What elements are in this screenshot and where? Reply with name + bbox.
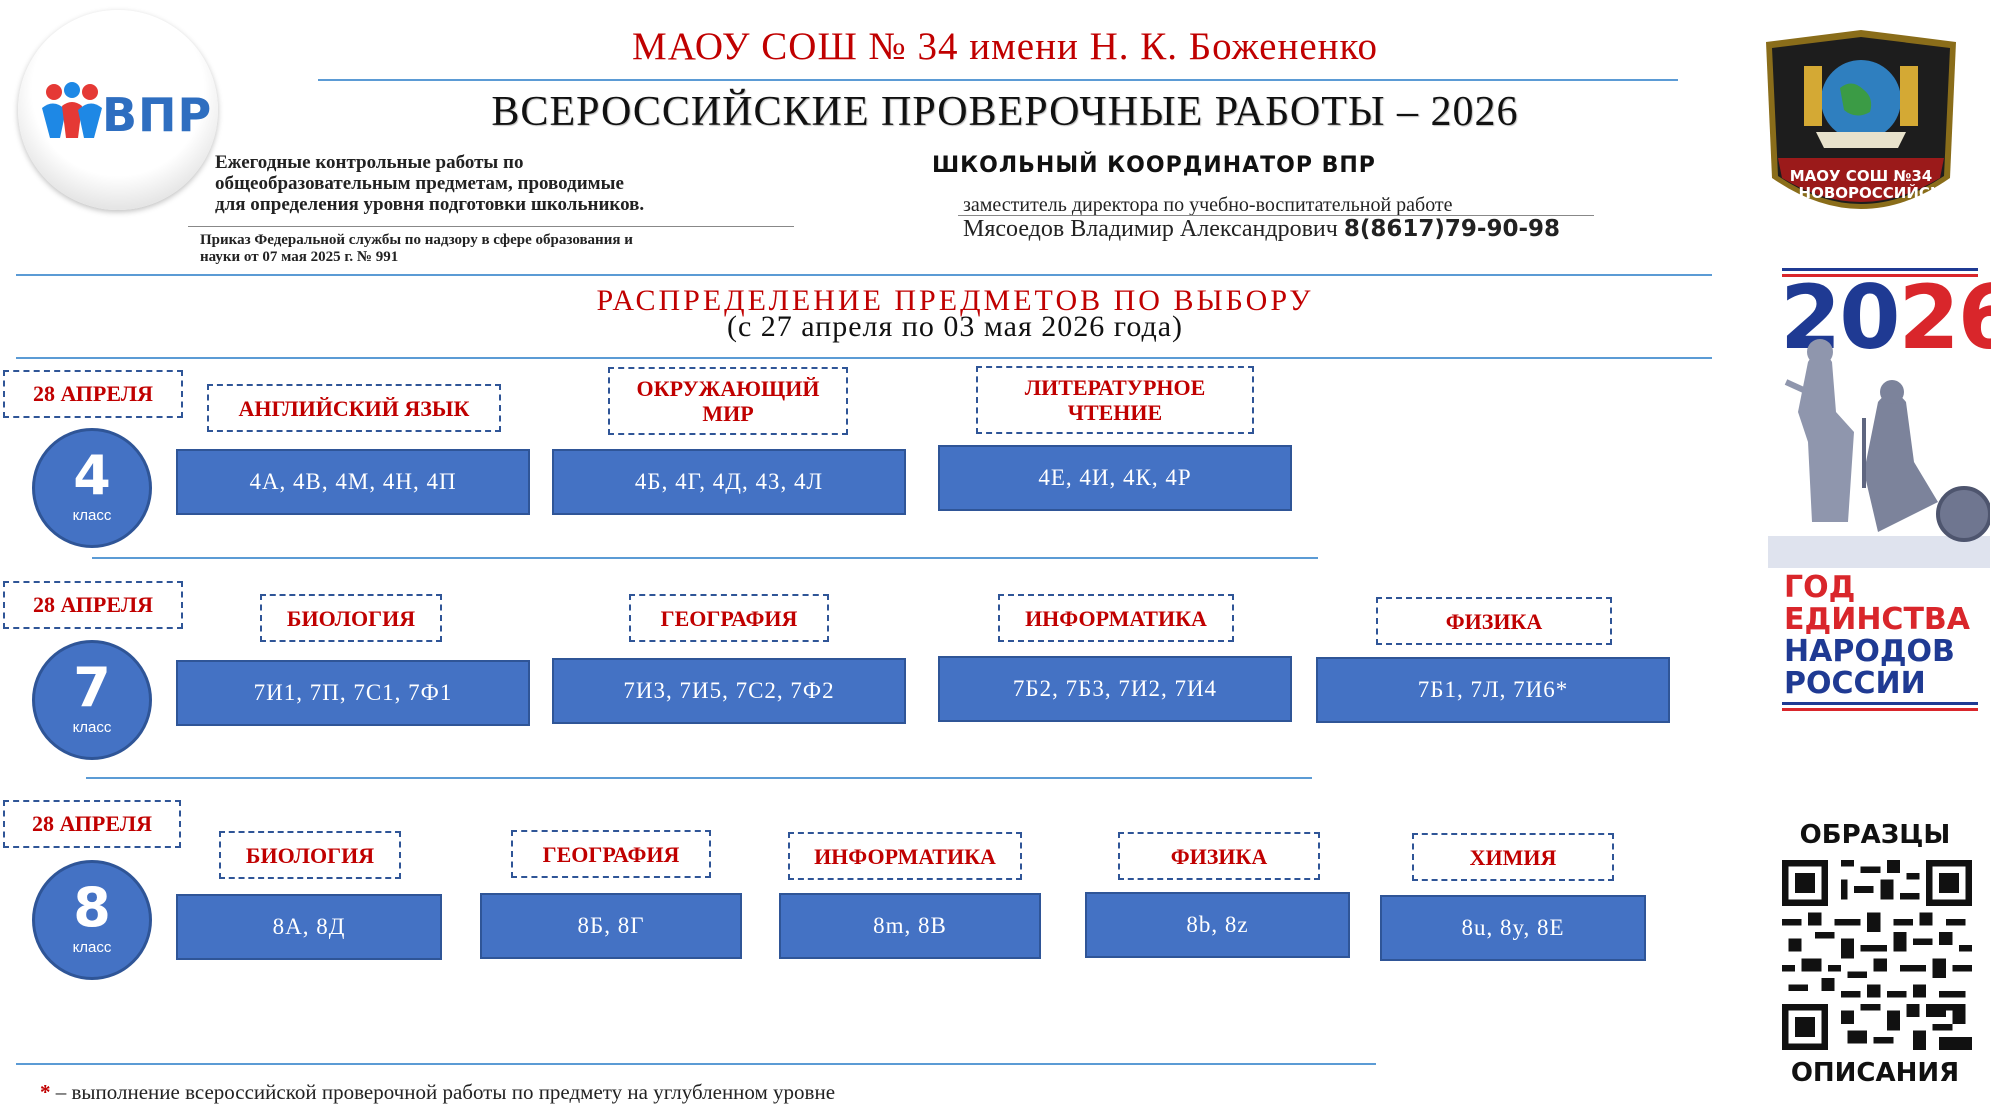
section-divider: [16, 357, 1712, 359]
class-list: 7И1, 7П, 7С1, 7Ф1: [176, 660, 530, 726]
year-2026: 2026: [1780, 270, 1991, 366]
distribution-period: (с 27 апреля по 03 мая 2026 года): [726, 310, 1184, 343]
footnote: * – выполнение всероссийской проверочной…: [40, 1080, 1240, 1105]
coordinator-phone: 8(8617)79-90-98: [1343, 216, 1561, 242]
emblem-caption: МАОУ СОШ №34 г. НОВОРОССИЙСК: [1752, 168, 1970, 202]
vpr-logo-text: ВПР: [102, 88, 213, 142]
flag-stripes-icon: [1782, 268, 1978, 277]
year-part: 26: [1898, 266, 1991, 369]
unity-line: ГОД: [1784, 570, 1856, 605]
grade-label: класс: [72, 719, 112, 736]
desc-line: для определения уровня подготовки школьн…: [215, 194, 645, 215]
grade-label: класс: [72, 939, 112, 956]
subject-label: ГЕОГРАФИЯ: [629, 594, 829, 642]
coordinator-role: заместитель директора по учебно-воспитат…: [963, 194, 1453, 216]
qr-code-icon[interactable]: [1782, 858, 1972, 1052]
class-list: 7Б1, 7Л, 7И6*: [1316, 657, 1670, 723]
desc-divider: [188, 226, 794, 227]
class-list: 8b, 8z: [1085, 892, 1350, 958]
grade-circle: 7 класс: [32, 640, 152, 760]
subject-label: ЛИТЕРАТУРНОЕ ЧТЕНИЕ: [976, 366, 1254, 434]
unity-line: НАРОДОВ: [1784, 634, 1955, 669]
class-list: 4Е, 4И, 4К, 4Р: [938, 445, 1292, 511]
unity-line: РОССИИ: [1784, 666, 1926, 701]
desc-line: общеобразовательным предметам, проводимы…: [215, 173, 624, 194]
grade-date: 28 АПРЕЛЯ: [3, 370, 183, 418]
class-list: 8m, 8В: [779, 893, 1041, 959]
grade-circle: 8 класс: [32, 860, 152, 980]
grade-number: 8: [73, 876, 111, 939]
coordinator-contact: Мясоедов Владимир Александрович 8(8617)7…: [963, 216, 1723, 243]
footnote-divider: [16, 1063, 1376, 1065]
grade-number: 4: [73, 444, 111, 507]
class-list: 4Б, 4Г, 4Д, 4З, 4Л: [552, 449, 906, 515]
flag-stripes-icon: [1782, 702, 1978, 711]
class-list: 7И3, 7И5, 7С2, 7Ф2: [552, 658, 906, 724]
school-name: МАОУ СОШ № 34 имени Н. К. Божененко: [632, 25, 1378, 68]
emblem-line: г. НОВОРОССИЙСК: [1779, 184, 1943, 202]
class-list: 7Б2, 7Б3, 7И2, 7И4: [938, 656, 1292, 722]
header-divider: [318, 79, 1678, 81]
vpr-figures-icon: [42, 82, 102, 138]
year-part: 20: [1780, 266, 1900, 369]
grade-divider: [86, 777, 1312, 779]
grade-circle: 4 класс: [32, 428, 152, 548]
class-list: 8Б, 8Г: [480, 893, 742, 959]
distribution-title: РАСПРЕДЕЛЕНИЕ ПРЕДМЕТОВ ПО ВЫБОРУ: [596, 284, 1314, 317]
coordinator-title: ШКОЛЬНЫЙ КООРДИНАТОР ВПР: [932, 153, 1376, 178]
subject-label: ГЕОГРАФИЯ: [511, 830, 711, 878]
minin-pozharsky-monument-icon: [1768, 339, 1990, 568]
coordinator-divider: [958, 215, 1594, 216]
subject-label: БИОЛОГИЯ: [219, 831, 401, 879]
subject-label: ФИЗИКА: [1376, 597, 1612, 645]
subject-label: ИНФОРМАТИКА: [788, 832, 1022, 880]
subject-label: АНГЛИЙСКИЙ ЯЗЫК: [207, 384, 501, 432]
order-reference: Приказ Федеральной службы по надзору в с…: [200, 232, 800, 266]
emblem-line: МАОУ СОШ №34: [1789, 167, 1933, 185]
page-title: ВСЕРОССИЙСКИЕ ПРОВЕРОЧНЫЕ РАБОТЫ – 2026: [491, 89, 1519, 135]
coordinator-name: Мясоедов Владимир Александрович: [963, 216, 1338, 242]
subject-label: ОКРУЖАЮЩИЙ МИР: [608, 367, 848, 435]
vpr-description: Ежегодные контрольные работы по общеобра…: [215, 152, 815, 215]
qr-label-samples: ОБРАЗЦЫ: [1799, 820, 1951, 850]
grade-date: 28 АПРЕЛЯ: [3, 581, 183, 629]
class-list: 4А, 4В, 4М, 4Н, 4П: [176, 449, 530, 515]
grade-date: 28 АПРЕЛЯ: [3, 800, 181, 848]
class-list: 8А, 8Д: [176, 894, 442, 960]
grade-label: класс: [72, 507, 112, 524]
subject-label: ФИЗИКА: [1118, 832, 1320, 880]
order-line: Приказ Федеральной службы по надзору в с…: [200, 232, 633, 248]
school-emblem-icon: [1766, 30, 1956, 209]
footnote-star: *: [40, 1080, 51, 1104]
grade-number: 7: [73, 656, 111, 719]
order-line: науки от 07 мая 2025 г. № 991: [200, 249, 399, 265]
subject-label: ХИМИЯ: [1412, 833, 1614, 881]
desc-line: Ежегодные контрольные работы по: [215, 152, 524, 173]
footnote-text: – выполнение всероссийской проверочной р…: [55, 1080, 836, 1104]
unity-line: ЕДИНСТВА: [1784, 602, 1970, 637]
class-list: 8u, 8y, 8E: [1380, 895, 1646, 961]
grade-divider: [92, 557, 1318, 559]
qr-label-descriptions: ОПИСАНИЯ: [1790, 1058, 1960, 1088]
unity-year-caption: ГОД ЕДИНСТВА НАРОДОВ РОССИИ: [1784, 572, 1984, 700]
section-divider: [16, 274, 1712, 276]
subject-label: БИОЛОГИЯ: [260, 594, 442, 642]
subject-label: ИНФОРМАТИКА: [998, 594, 1234, 642]
